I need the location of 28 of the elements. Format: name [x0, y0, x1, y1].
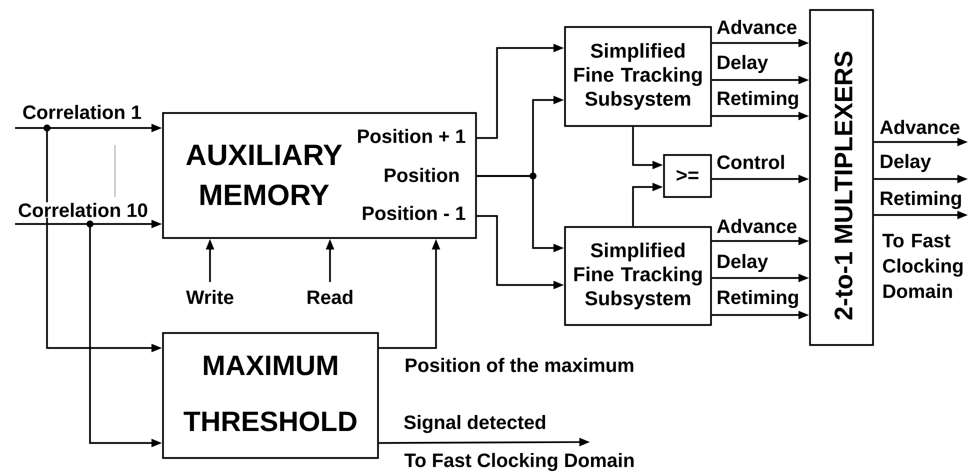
edge-label: Retiming	[716, 90, 800, 110]
tracking-box: Simplified Fine Tracking Subsystem	[564, 226, 712, 326]
memory-box	[162, 112, 477, 239]
threshold-box: MAXIMUM THRESHOLD	[162, 332, 379, 459]
edge-label: Correlation 10	[17, 202, 149, 218]
edge-label: Control	[716, 154, 786, 170]
edge-label: Position of the maximum	[404, 357, 636, 373]
edge-label: Write	[185, 289, 235, 305]
edge-label: Advance	[878, 119, 961, 135]
note-text: To Fast Clocking Domain	[404, 452, 634, 472]
box-title: AUXILIARY MEMORY	[186, 144, 342, 206]
edge-label: Advance	[716, 19, 798, 35]
multiplexer-box: 2-to-1 MULTIPLEXERS	[809, 9, 874, 346]
edge-label: Retiming	[716, 289, 800, 309]
comparator-box: >=	[663, 154, 712, 198]
edge-label: Delay	[716, 253, 769, 273]
edge-label: Signal detected	[402, 414, 548, 434]
edge-label: Delay	[716, 54, 769, 74]
port-label: Position	[384, 168, 459, 182]
edge-label: Advance	[716, 218, 798, 234]
edge-label: Correlation 1	[22, 104, 142, 120]
port-label: Position + 1	[358, 128, 466, 144]
note-text: To Fast Clocking Domain	[882, 234, 963, 298]
edge-label: Read	[306, 289, 354, 305]
port-label: Position - 1	[362, 206, 466, 220]
edge-label: Delay	[878, 153, 932, 173]
edge-label: Retiming	[878, 190, 963, 210]
tracking-box: Simplified Fine Tracking Subsystem	[564, 26, 712, 127]
